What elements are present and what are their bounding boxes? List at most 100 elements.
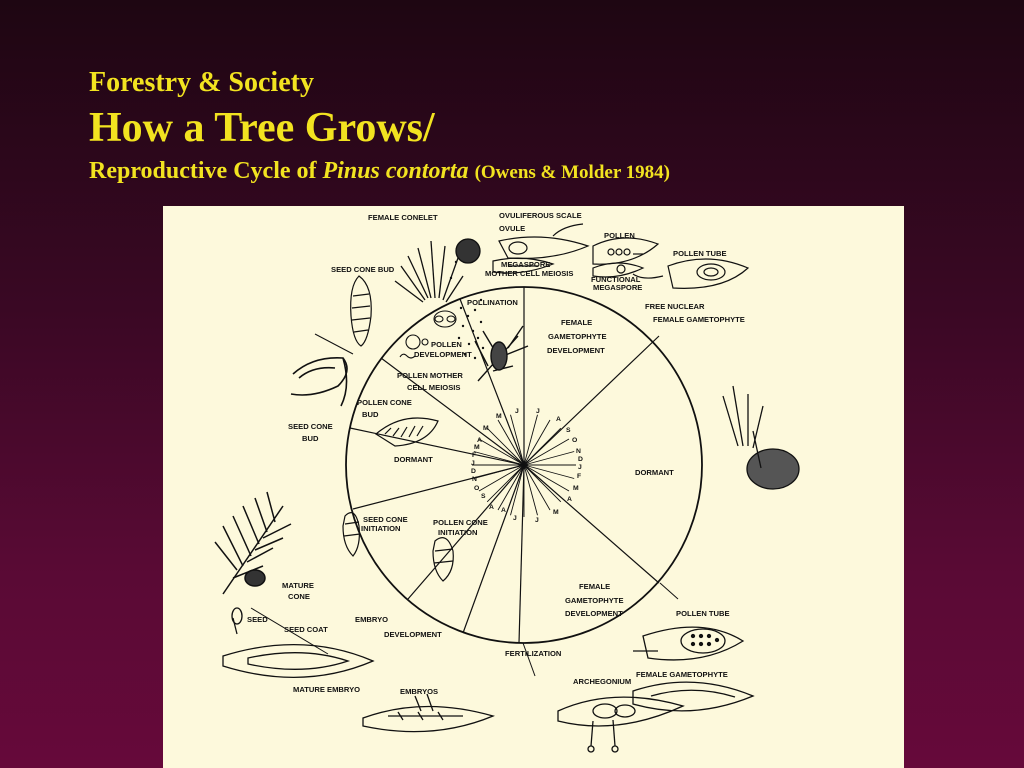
month-spoke (523, 427, 562, 466)
month-right-d: D (578, 456, 583, 463)
caption-species: Pinus contorta (322, 158, 469, 184)
month-spoke (478, 464, 525, 492)
megaspore-illustration (492, 257, 555, 274)
dormant-cone-illustration (722, 385, 800, 490)
month-left-j: J (471, 460, 475, 467)
pollen-cone-bud-illustration (374, 417, 439, 447)
label-pollen-tube-top: POLLEN TUBE (673, 249, 727, 258)
month-spoke (523, 438, 570, 466)
month-spoke (510, 414, 525, 466)
label-embryo-1: EMBRYO (355, 615, 388, 624)
label-megaspore-1: MEGASPORE (501, 260, 550, 269)
month-spoke (478, 438, 525, 466)
caption-prefix: Reproductive Cycle of (89, 158, 323, 184)
label-seed-coat: SEED COAT (284, 625, 328, 634)
month-left-f: F (472, 452, 476, 459)
pollen-illustration (592, 237, 660, 265)
seed-coat-illustration (222, 607, 375, 679)
label-ovuliferous-scale: OVULIFEROUS SCALE (499, 211, 582, 220)
label-pollen-dev-1: POLLEN (431, 340, 462, 349)
female-conelet-illustration (394, 238, 481, 303)
month-spoke (523, 464, 551, 511)
label-dormant-left: DORMANT (394, 455, 433, 464)
label-pollen-cone-init-1: POLLEN CONE (433, 518, 488, 527)
label-pollination: POLLINATION (467, 298, 518, 307)
pollen-grains-illustration (399, 310, 457, 359)
life-cycle-diagram: M J J M A M F J D N O S A A S O N D J F … (163, 206, 904, 768)
month-top-j1: J (515, 408, 519, 415)
archegonium-illustration (557, 696, 685, 753)
month-left-n: N (472, 476, 477, 483)
label-pollen-tube-bottom: POLLEN TUBE (676, 609, 730, 618)
seed-cone-initiation-illustration (342, 512, 361, 557)
month-top-m: M (496, 413, 502, 420)
label-fertilization: FERTILIZATION (505, 649, 561, 658)
month-left-o: O (474, 485, 479, 492)
month-right-m2: M (553, 509, 559, 516)
label-fgd-bottom-1: FEMALE (579, 582, 610, 591)
pollen-cone-initiation-illustration (432, 537, 454, 582)
pollen-tube-bottom-illustration (633, 626, 745, 661)
pollen-tube-illustration (632, 258, 750, 289)
diagram-svg: M J J M A M F J D N O S A A S O N D J F … (214, 211, 800, 753)
label-fgd-bottom-2: GAMETOPHYTE (565, 596, 624, 605)
label-seed: SEED (247, 615, 268, 624)
month-right-a1: A (556, 416, 561, 423)
label-archegonium: ARCHEGONIUM (573, 677, 631, 686)
month-left-a2: A (489, 504, 494, 511)
month-spoke (473, 464, 525, 479)
month-right-a2: A (567, 496, 572, 503)
month-spoke (497, 419, 525, 466)
label-seed-cone-init-2: INITIATION (361, 524, 401, 533)
seed-cone-bud-left-illustration (290, 357, 348, 407)
label-seed-cone-init-1: SEED CONE (363, 515, 408, 524)
label-mature-cone-2: CONE (288, 592, 310, 601)
label-dormant-right: DORMANT (635, 468, 674, 477)
month-spokes (472, 413, 576, 517)
label-pollen-cone-bud-1: POLLEN CONE (357, 398, 412, 407)
month-bottom-j2: J (535, 517, 539, 524)
label-pmcm-2: CELL MEIOSIS (407, 383, 460, 392)
month-spoke (523, 464, 570, 492)
label-fgd-top-1: FEMALE (561, 318, 592, 327)
month-right-j: J (578, 464, 582, 471)
caption-reference: (Owens & Molder 1984) (474, 162, 670, 183)
month-left-s: S (481, 493, 486, 500)
label-functional-1: FUNCTIONAL (591, 275, 641, 284)
seed-cone-bud-illustration (350, 275, 372, 347)
month-left-d: D (471, 468, 476, 475)
label-pollen-cone-init-2: INITIATION (438, 528, 478, 537)
diagram-labels: FEMALE CONELET OVULIFEROUS SCALE OVULE P… (247, 211, 745, 696)
functional-megaspore-illustration (592, 262, 645, 278)
month-top-j2: J (536, 408, 540, 415)
month-right-m1: M (573, 485, 579, 492)
slide-title: How a Tree Grows/ (89, 105, 435, 151)
month-right-o: O (572, 437, 577, 444)
label-megaspore-2: MOTHER CELL MEIOSIS (485, 269, 573, 278)
label-seed-cone-bud-left-2: BUD (302, 434, 319, 443)
label-pollen-cone-bud-2: BUD (362, 410, 379, 419)
label-seed-cone-bud-left-1: SEED CONE (288, 422, 333, 431)
month-spoke (510, 464, 525, 516)
month-spoke (473, 451, 525, 466)
month-bottom-j1: J (513, 515, 517, 522)
month-spoke (523, 464, 538, 516)
label-mature-embryo: MATURE EMBRYO (293, 685, 360, 694)
month-spoke (497, 464, 525, 511)
label-pollen-dev-2: DEVELOPMENT (414, 350, 472, 359)
month-right-n: N (576, 448, 581, 455)
month-spoke (523, 419, 551, 466)
month-spoke (486, 464, 525, 503)
label-ovule: OVULE (499, 224, 525, 233)
month-left-a1: A (477, 437, 482, 444)
label-functional-2: MEGASPORE (593, 283, 642, 292)
month-spoke (523, 451, 575, 466)
month-spoke (523, 464, 575, 479)
month-labels: M J J M A M F J D N O S A A S O N D J F … (471, 408, 583, 524)
slide-header: Forestry & Society How a Tree Grows/ Rep… (89, 66, 670, 188)
label-free-nuclear-2: FEMALE GAMETOPHYTE (653, 315, 745, 324)
month-spoke (486, 427, 525, 466)
month-spoke (523, 414, 538, 466)
label-free-nuclear-1: FREE NUCLEAR (645, 302, 705, 311)
month-left-m2: M (474, 444, 480, 451)
